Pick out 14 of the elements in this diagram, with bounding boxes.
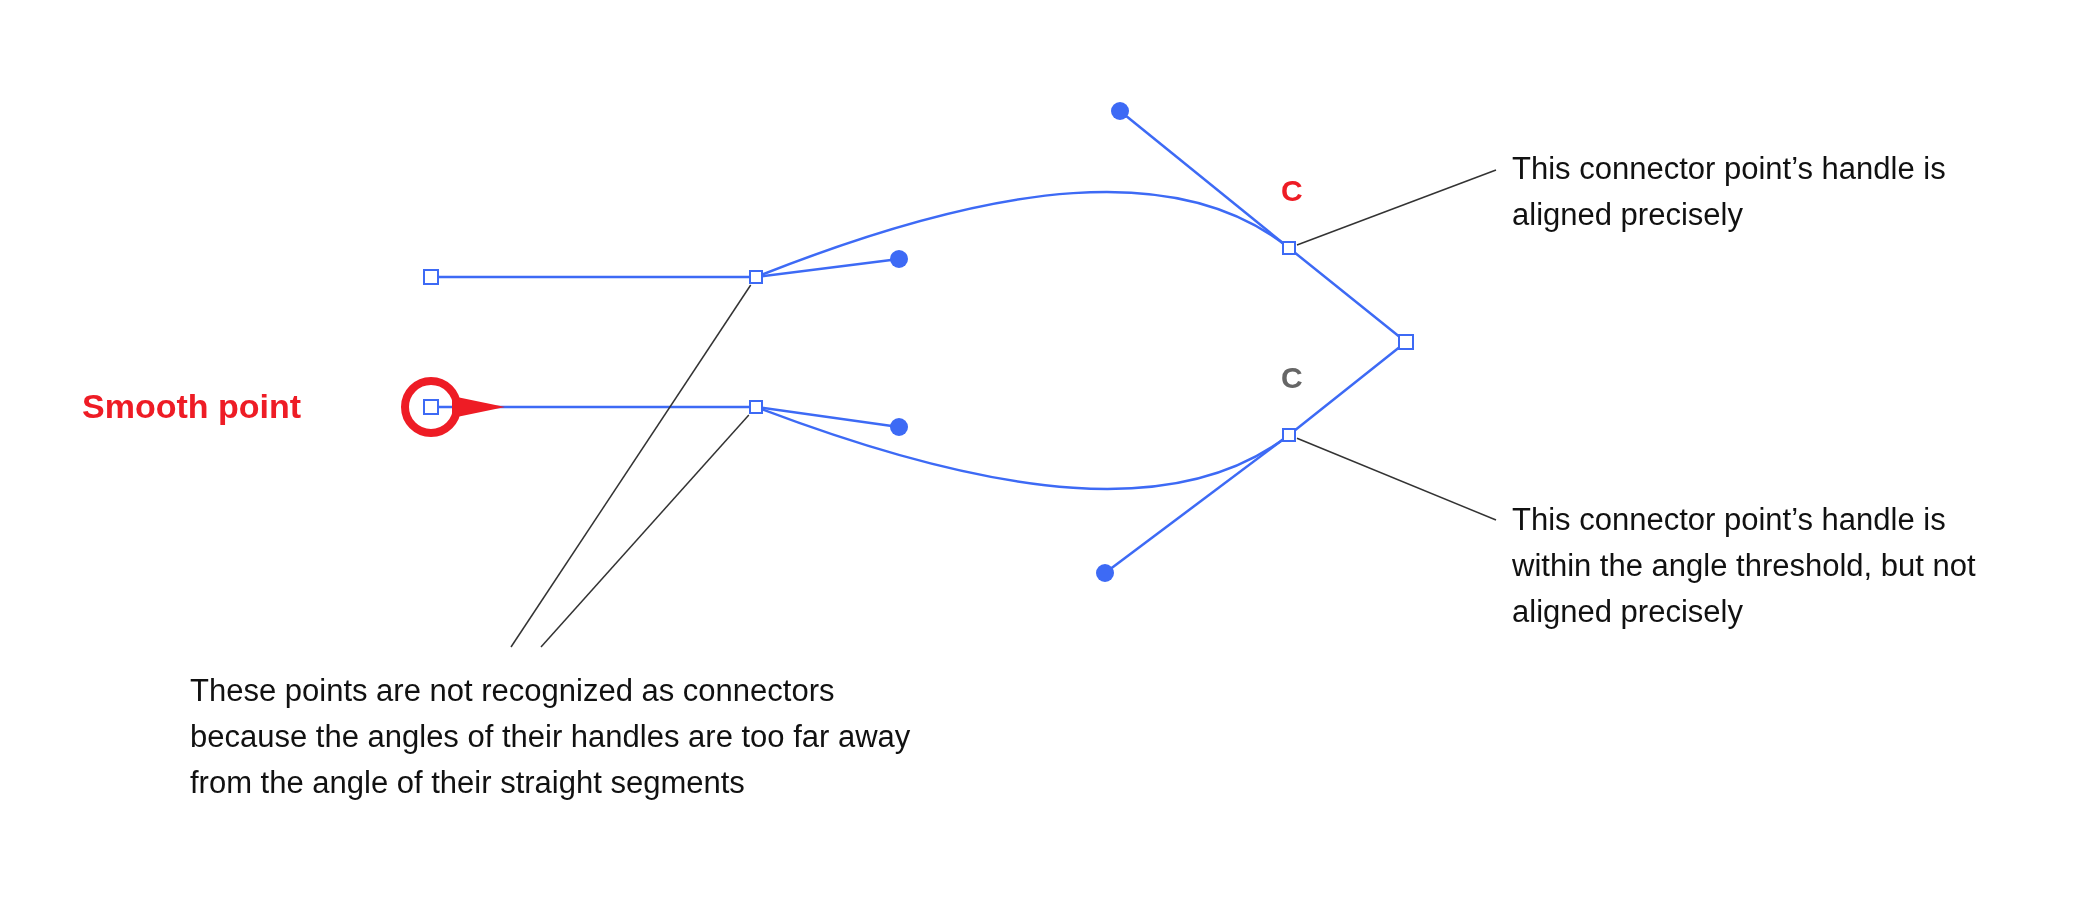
callout-text: This connector point’s handle is aligned precisely xyxy=(1512,146,2012,238)
anchor-point xyxy=(1282,428,1296,442)
connector-mark: C xyxy=(1281,360,1303,396)
callout-text: These points are not recognized as connectors because the angles of their handles are too far away from the angle of their straight segments xyxy=(190,668,940,806)
connector-mark: C xyxy=(1281,173,1303,209)
leader-line xyxy=(1296,169,1497,246)
anchor-point xyxy=(1282,241,1296,255)
point-label: Smooth point xyxy=(82,386,302,427)
leader-line xyxy=(1296,437,1497,521)
callout-text: This connector point’s handle is within the angle threshold, but not aligned precisely xyxy=(1512,497,1992,635)
leader-line xyxy=(510,284,752,648)
anchor-point xyxy=(749,400,763,414)
leader-line xyxy=(540,414,750,648)
anchor-point xyxy=(749,270,763,284)
